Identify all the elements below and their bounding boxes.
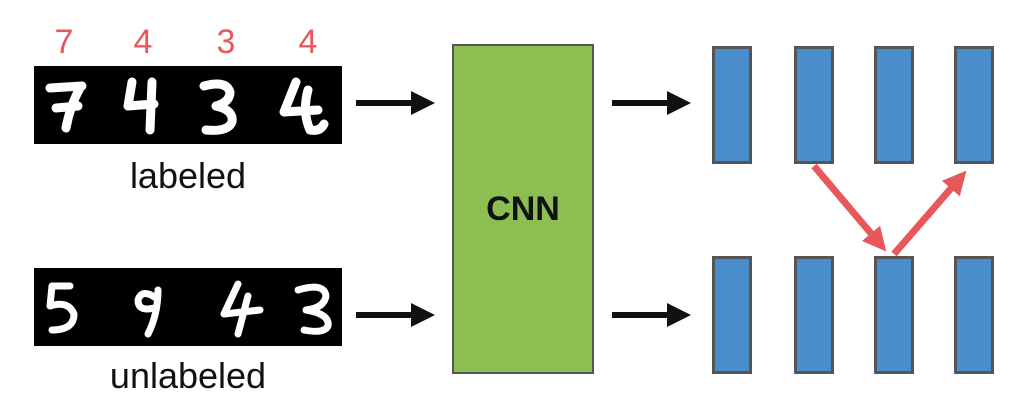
labeled-image-strip	[34, 66, 342, 144]
handwritten-4-icon	[220, 280, 264, 338]
unlabeled-embedding-bar-2	[794, 256, 834, 374]
handwritten-4-icon	[279, 77, 329, 135]
labeled-embedding-bar-1	[712, 46, 752, 164]
digit-label-2: 4	[133, 23, 153, 61]
digit-label-3: 3	[216, 23, 236, 61]
cnn-label: CNN	[486, 189, 560, 228]
unlabeled-embedding-bar-3	[874, 256, 914, 374]
association-arrow-down	[811, 163, 887, 252]
association-arrow-up	[891, 170, 967, 257]
digit-label-1: 7	[54, 23, 74, 61]
unlabeled-image-strip	[34, 268, 342, 346]
labeled-caption: labeled	[129, 155, 247, 196]
handwritten-3-icon	[199, 79, 237, 135]
handwritten-3-icon	[294, 283, 332, 335]
labeled-embedding-bar-4	[954, 46, 994, 164]
unlabeled-embedding-bar-1	[712, 256, 752, 374]
handwritten-4-icon	[123, 77, 159, 135]
handwritten-5-icon	[46, 282, 78, 334]
labeled-embedding-bar-3	[874, 46, 914, 164]
handwritten-7-icon	[45, 81, 87, 133]
unlabeled-caption: unlabeled	[109, 355, 267, 396]
handwritten-9-icon	[134, 286, 162, 338]
unlabeled-embedding-bar-4	[954, 256, 994, 374]
digit-label-4: 4	[298, 23, 318, 61]
cnn-block: CNN	[452, 44, 594, 374]
labeled-embedding-bar-2	[794, 46, 834, 164]
